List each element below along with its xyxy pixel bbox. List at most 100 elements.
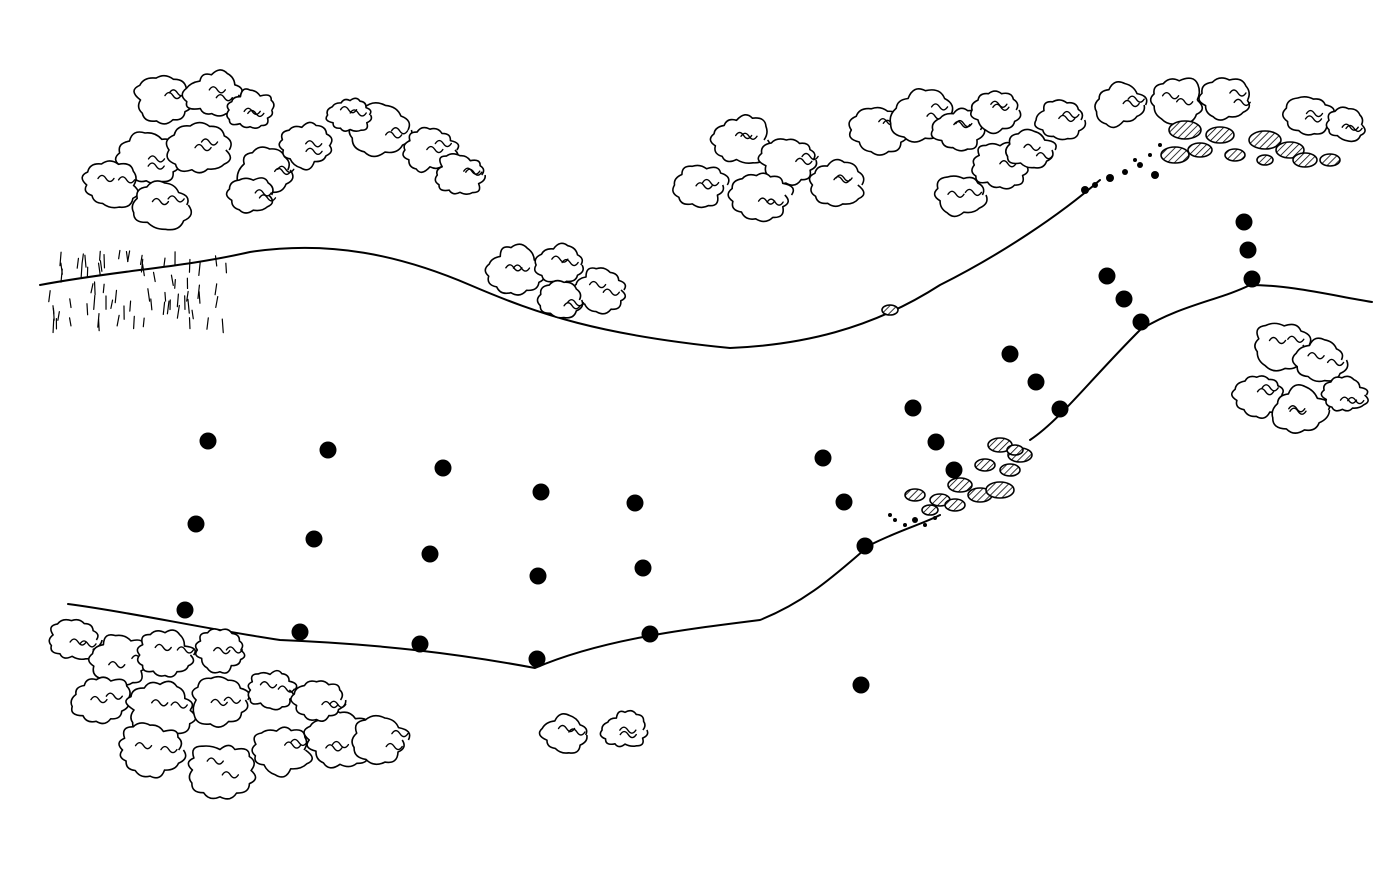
scrub-squiggle <box>1161 92 1180 100</box>
scrub-squiggle <box>1035 151 1054 160</box>
scrub-squiggle <box>1229 89 1247 97</box>
scrub-squiggle <box>167 195 185 203</box>
scrub-squiggle <box>147 155 166 163</box>
marker-dot <box>835 493 853 511</box>
scrub-squiggle <box>992 103 1010 111</box>
scrub-squiggle <box>213 646 231 655</box>
marker-dot <box>945 461 963 479</box>
scrub-squiggle <box>331 740 350 749</box>
grass-tuft <box>110 299 114 310</box>
scrub-squiggle <box>176 646 195 654</box>
scrub-squiggle <box>701 178 720 187</box>
scrub-squiggle <box>757 197 776 205</box>
scrub-squiggle <box>1023 143 1041 152</box>
grass-tuft <box>186 290 189 302</box>
scrub-squiggle <box>243 107 261 116</box>
pebble <box>893 518 897 522</box>
grass-tuft <box>84 254 87 268</box>
scrub-squiggle <box>151 699 169 707</box>
scrub-squiggle <box>154 643 172 652</box>
scrub-squiggle <box>79 640 97 648</box>
marker-dot <box>1243 270 1261 288</box>
scrub-squiggle <box>619 726 637 734</box>
scrub-bush <box>434 153 486 195</box>
hatched-rock <box>881 304 899 316</box>
grass-tuft <box>99 260 103 272</box>
scrub-squiggle <box>1287 335 1305 343</box>
hatched-rock <box>999 463 1021 477</box>
scrub-squiggle <box>254 189 272 197</box>
marker-dot <box>1132 313 1150 331</box>
marker-dot <box>421 545 439 563</box>
grass-tuft <box>191 309 194 320</box>
scrub-squiggle <box>1122 99 1140 108</box>
grass-tuft <box>90 283 94 294</box>
scrub-squiggle <box>151 197 170 206</box>
scrub-squiggle <box>1305 109 1324 118</box>
scrub-squiggle <box>390 127 409 135</box>
grass-tuft <box>176 293 179 308</box>
hatched-rock <box>1187 142 1213 158</box>
scrub-squiggle <box>221 771 240 779</box>
marker-dot <box>176 601 194 619</box>
scrub-squiggle <box>505 264 523 272</box>
scrub-squiggle <box>164 91 182 100</box>
hatched-rock <box>1006 444 1024 456</box>
scrub-squiggle <box>69 638 87 646</box>
grass-tuft <box>150 298 153 311</box>
marker-dot <box>1235 213 1253 231</box>
scrub-bush <box>247 669 298 711</box>
scrub-bush <box>970 90 1022 135</box>
marker-dot <box>814 449 832 467</box>
pebble <box>1158 143 1162 147</box>
marker-dot <box>529 567 547 585</box>
scrub-squiggle <box>1289 407 1307 415</box>
pebble <box>1106 174 1114 182</box>
upper-bank-line <box>39 179 1101 349</box>
hatched-rock <box>921 504 939 516</box>
grass-tuft <box>221 318 224 334</box>
scrub-squiggle <box>108 660 126 669</box>
pebble <box>923 523 927 527</box>
scrub-squiggle <box>566 299 585 307</box>
scrub-squiggle <box>833 175 851 184</box>
grass-tuft <box>214 283 218 296</box>
grass-tuft <box>97 318 100 332</box>
scrub-bush <box>727 172 795 223</box>
scrub-bush <box>1034 99 1087 141</box>
scrub-squiggle <box>160 745 178 754</box>
grass-tuft <box>52 318 55 334</box>
scrub-squiggle <box>105 692 124 700</box>
scrub-squiggle <box>1345 124 1363 133</box>
marker-dot <box>532 483 550 501</box>
hatched-rock <box>1256 154 1274 166</box>
grass-tuft <box>162 301 166 315</box>
grass-tuft <box>102 283 105 294</box>
scrub-squiggle <box>1176 98 1194 106</box>
grass-tuft <box>129 300 132 312</box>
hatched-rock <box>1205 126 1235 144</box>
hatched-rock <box>1292 152 1318 168</box>
grass-tuft <box>93 294 96 311</box>
scrub-bush <box>599 709 649 748</box>
grass-tufts <box>48 249 228 334</box>
scrub-squiggle <box>225 646 244 654</box>
scrub-squiggle <box>384 131 403 139</box>
grass-tuft <box>76 257 80 269</box>
scrub-bush <box>757 138 818 186</box>
grass-tuft <box>48 290 51 303</box>
hatched-rock <box>985 481 1015 499</box>
hatched-rock <box>944 498 966 512</box>
scrub-squiggle <box>563 302 581 310</box>
grass-tuft <box>140 258 144 273</box>
grass-tuft <box>215 295 219 309</box>
grass-tuft <box>187 298 190 314</box>
grass-tuft <box>60 262 63 275</box>
hatched-rock-group-middle <box>904 437 1033 516</box>
scrub-squiggle <box>223 696 242 704</box>
scrub-squiggle <box>290 738 308 747</box>
marker-dot <box>199 432 217 450</box>
grass-tuft <box>97 262 101 276</box>
scrub-bush <box>538 713 588 754</box>
grass-tuft <box>86 303 89 316</box>
